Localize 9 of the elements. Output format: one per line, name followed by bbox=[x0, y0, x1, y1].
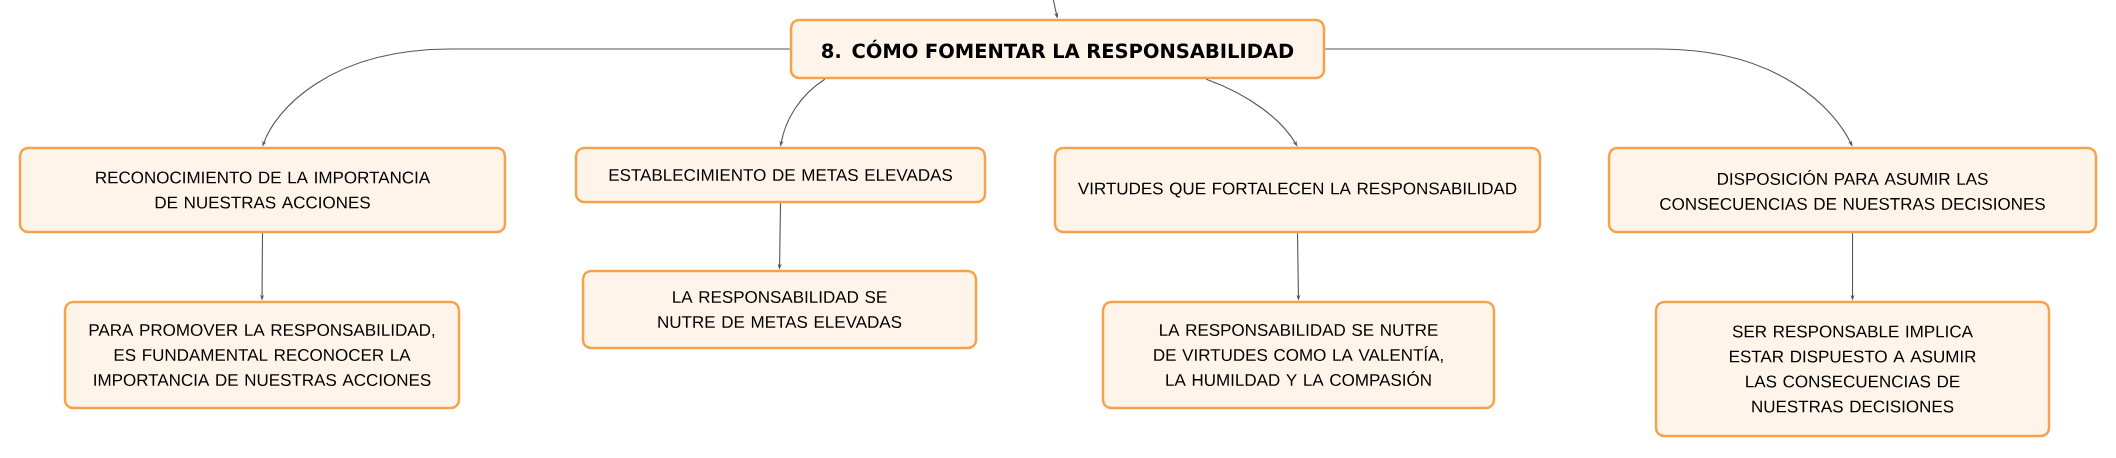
detail-box: SER RESPONSABLE IMPLICA ESTAR DISPUESTO A ASUMIR LAS CONSECUENCIAS DE NUESTRAS DECISIONES bbox=[1654, 300, 2051, 438]
topic-box: ESTABLECIMIENTO DE METAS ELEVADAS bbox=[574, 146, 987, 204]
topic-box: RECONOCIMIENTO DE LA IMPORTANCIA DE NUESTRAS ACCIONES bbox=[18, 146, 507, 234]
detail-box: LA RESPONSABILIDAD SE NUTRE DE VIRTUDES COMO LA VALENTÍA, LA HUMILDAD Y LA COMPASIÓN bbox=[1101, 300, 1496, 410]
topic-box: VIRTUDES QUE FORTALECEN LA RESPONSABILIDAD bbox=[1053, 146, 1542, 234]
title-box: 8. CÓMO FOMENTAR LA RESPONSABILIDAD bbox=[789, 18, 1326, 80]
topic-box: DISPOSICIÓN PARA ASUMIR LAS CONSECUENCIAS DE NUESTRAS DECISIONES bbox=[1607, 146, 2098, 234]
detail-box: LA RESPONSABILIDAD SE NUTRE DE METAS ELEVADAS bbox=[581, 269, 978, 350]
detail-box: PARA PROMOVER LA RESPONSABILIDAD, ES FUNDAMENTAL RECONOCER LA IMPORTANCIA DE NUESTRAS ACCIONES bbox=[63, 300, 461, 410]
